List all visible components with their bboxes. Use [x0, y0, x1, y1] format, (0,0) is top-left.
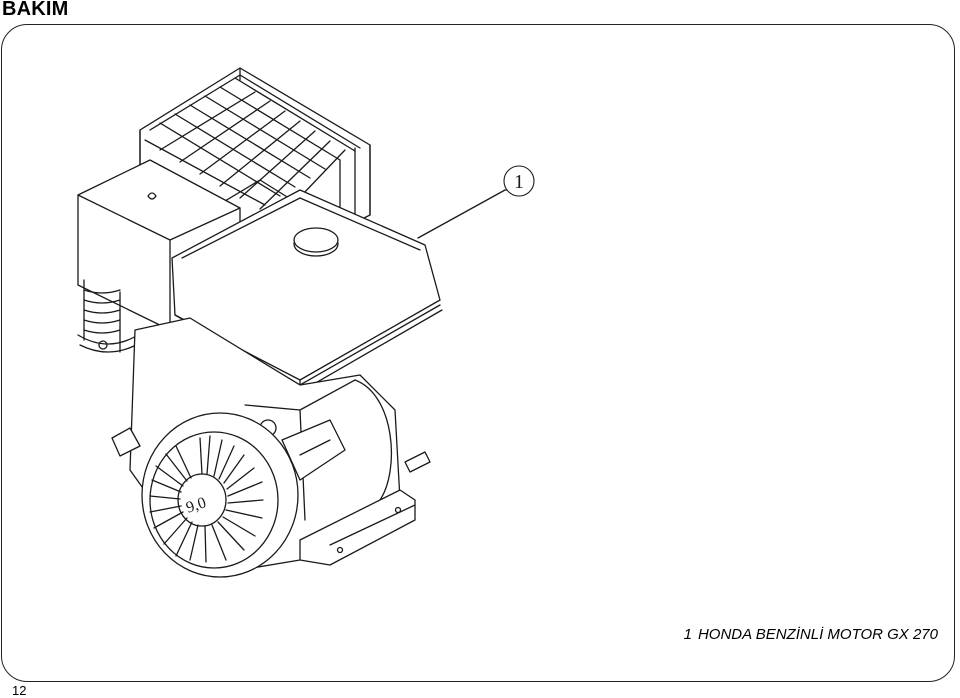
- callout-leader: [417, 165, 535, 239]
- caption-number: 1: [683, 626, 692, 643]
- callout-number: 1: [514, 171, 524, 193]
- fuel-tank: [171, 189, 443, 393]
- figure-frame: [1, 24, 955, 682]
- recoil-starter: [141, 412, 299, 578]
- flywheel-label: 9,0: [184, 494, 208, 516]
- section-title: BAKIM: [2, 0, 69, 20]
- page-number: 12: [12, 683, 27, 698]
- caption-text: HONDA BENZİNLİ MOTOR GX 270: [697, 626, 938, 643]
- figure-caption: 1 HONDA BENZİNLİ MOTOR GX 270: [684, 626, 938, 643]
